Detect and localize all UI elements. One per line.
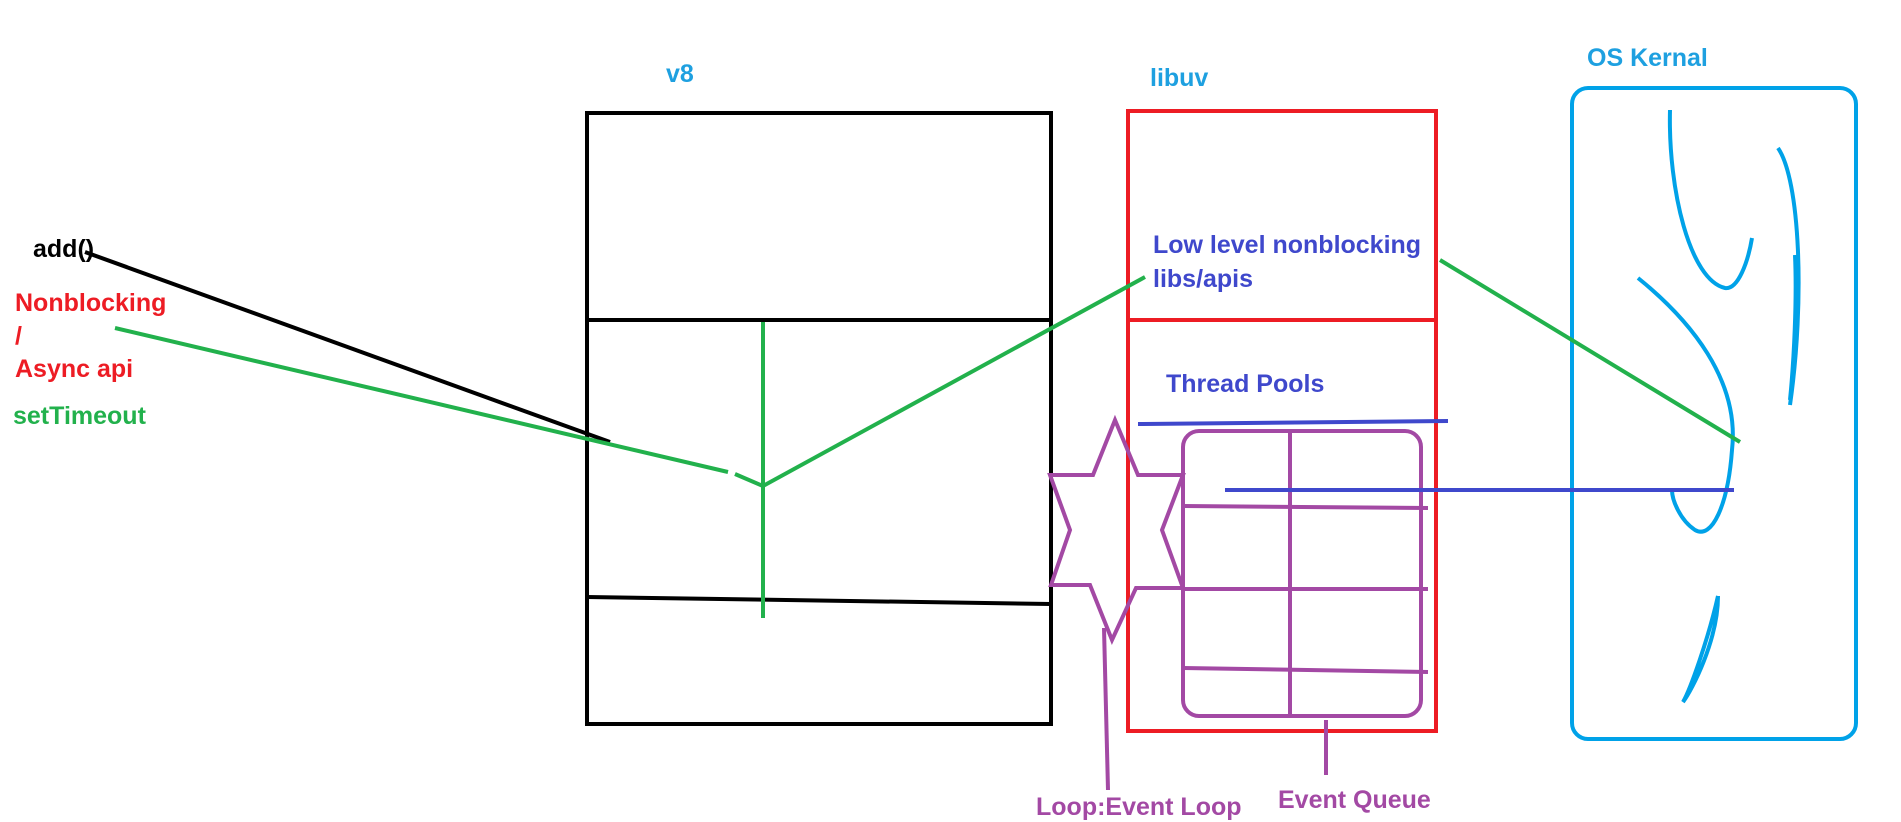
v8-box xyxy=(585,111,1053,726)
thread-pool-grid xyxy=(1181,429,1429,718)
os-kernal-box xyxy=(1570,86,1858,741)
thread-pool-outline xyxy=(1181,429,1423,718)
nonblocking-label: Nonblocking xyxy=(15,289,166,317)
libuv-label: libuv xyxy=(1150,64,1208,92)
v8-to-libuv-line xyxy=(762,275,1146,488)
blue-connectors xyxy=(1137,419,1734,492)
low-level-libs-label-line2: libs/apis xyxy=(1153,265,1253,293)
settimeout-label: setTimeout xyxy=(13,402,147,430)
event-loop-star xyxy=(1047,414,1328,791)
add-to-v8-line xyxy=(84,250,611,444)
thread-pools-label: Thread Pools xyxy=(1166,370,1324,398)
green-connectors xyxy=(114,258,1742,618)
v8-label: v8 xyxy=(666,60,694,88)
v8-outline xyxy=(585,111,1053,726)
nonblocking-to-v8-line xyxy=(114,326,729,474)
async-api-label: Async api xyxy=(15,355,133,383)
low-level-libs-label-line1: Low level nonblocking xyxy=(1153,231,1421,259)
kernal-scribble-1 xyxy=(1667,109,1754,290)
kernal-scribble-4 xyxy=(1636,276,1735,534)
grid-row-1 xyxy=(1182,504,1429,510)
add-function-label: add() xyxy=(33,235,94,263)
thread-pools-underline xyxy=(1137,419,1449,426)
kernal-scribble-5 xyxy=(1681,595,1720,704)
slash-label: / xyxy=(15,322,22,350)
star-shape xyxy=(1047,414,1186,646)
v8-junction-stub xyxy=(734,472,764,488)
event-queue-label: Event Queue xyxy=(1278,786,1431,814)
os-kernal-outline xyxy=(1570,86,1858,741)
event-loop-pointer xyxy=(1102,627,1110,791)
event-loop-label: Loop:Event Loop xyxy=(1036,793,1242,821)
v8-divider-bottom xyxy=(586,595,1052,606)
kernal-scribble-3 xyxy=(1788,254,1798,401)
libuv-to-kernal-line xyxy=(1438,258,1742,444)
os-kernal-label: OS Kernal xyxy=(1587,44,1708,72)
grid-row-3 xyxy=(1182,666,1429,674)
